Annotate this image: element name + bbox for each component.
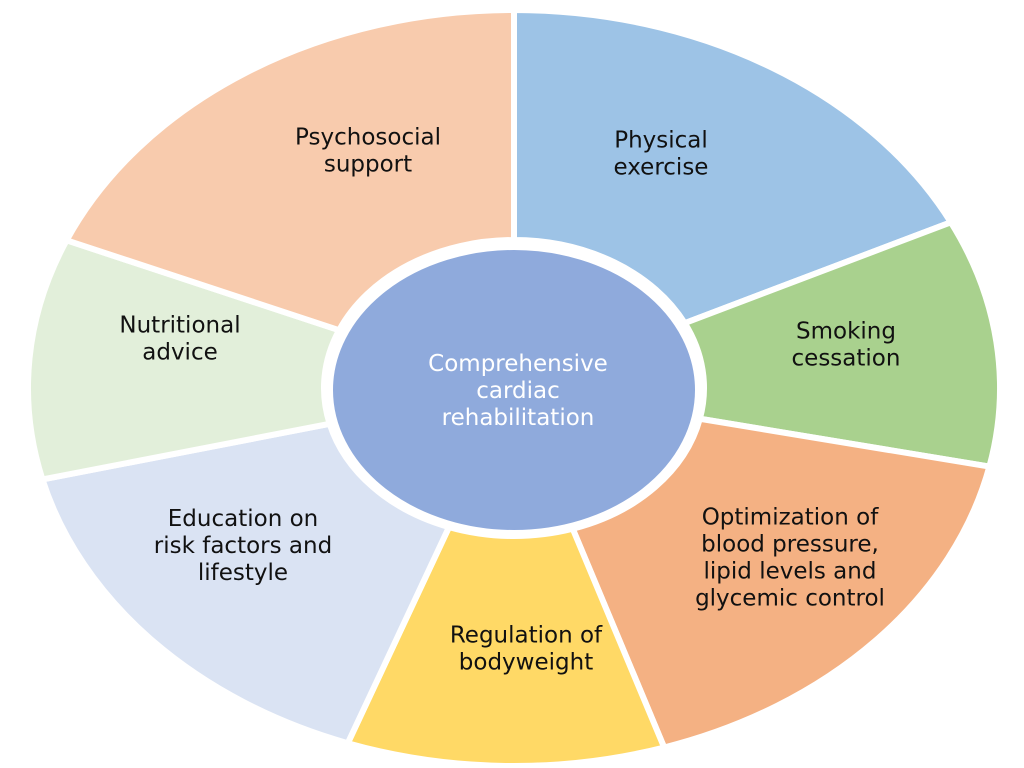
segment-label-line: Smoking: [796, 319, 896, 345]
segment-education: [39, 420, 453, 747]
segment-label-line: lifestyle: [198, 560, 288, 586]
segment-label-line: exercise: [614, 155, 709, 181]
segment-label-line: Psychosocial: [295, 125, 441, 151]
segment-label-line: bodyweight: [459, 650, 593, 676]
segment-label-line: risk factors and: [154, 533, 332, 559]
segment-label-line: support: [324, 152, 412, 178]
segment-nutritional-advice: [25, 237, 343, 483]
segment-physical-exercise: [511, 7, 954, 327]
center-label-line: rehabilitation: [442, 405, 595, 431]
segment-label-line: blood pressure,: [701, 532, 879, 558]
segment-label-line: Regulation of: [450, 623, 603, 649]
center-label-line: Comprehensive: [428, 351, 608, 377]
segment-smoking-cessation: [681, 219, 1003, 470]
segment-label-line: Nutritional: [119, 313, 240, 339]
center-label-line: cardiac: [476, 378, 560, 404]
segment-label-line: Physical: [614, 128, 708, 154]
center-ellipse: [327, 244, 701, 536]
segment-label-line: Optimization of: [702, 505, 880, 531]
segment-optimization: [569, 415, 993, 751]
segment-label-line: glycemic control: [695, 586, 885, 612]
segment-label-line: advice: [142, 340, 218, 366]
segment-label-line: lipid levels and: [704, 559, 877, 585]
segment-label-line: Education on: [168, 506, 318, 532]
segments-layer: [25, 7, 1003, 768]
segment-label-line: cessation: [792, 346, 901, 372]
segment-psychosocial-support: [63, 7, 517, 334]
